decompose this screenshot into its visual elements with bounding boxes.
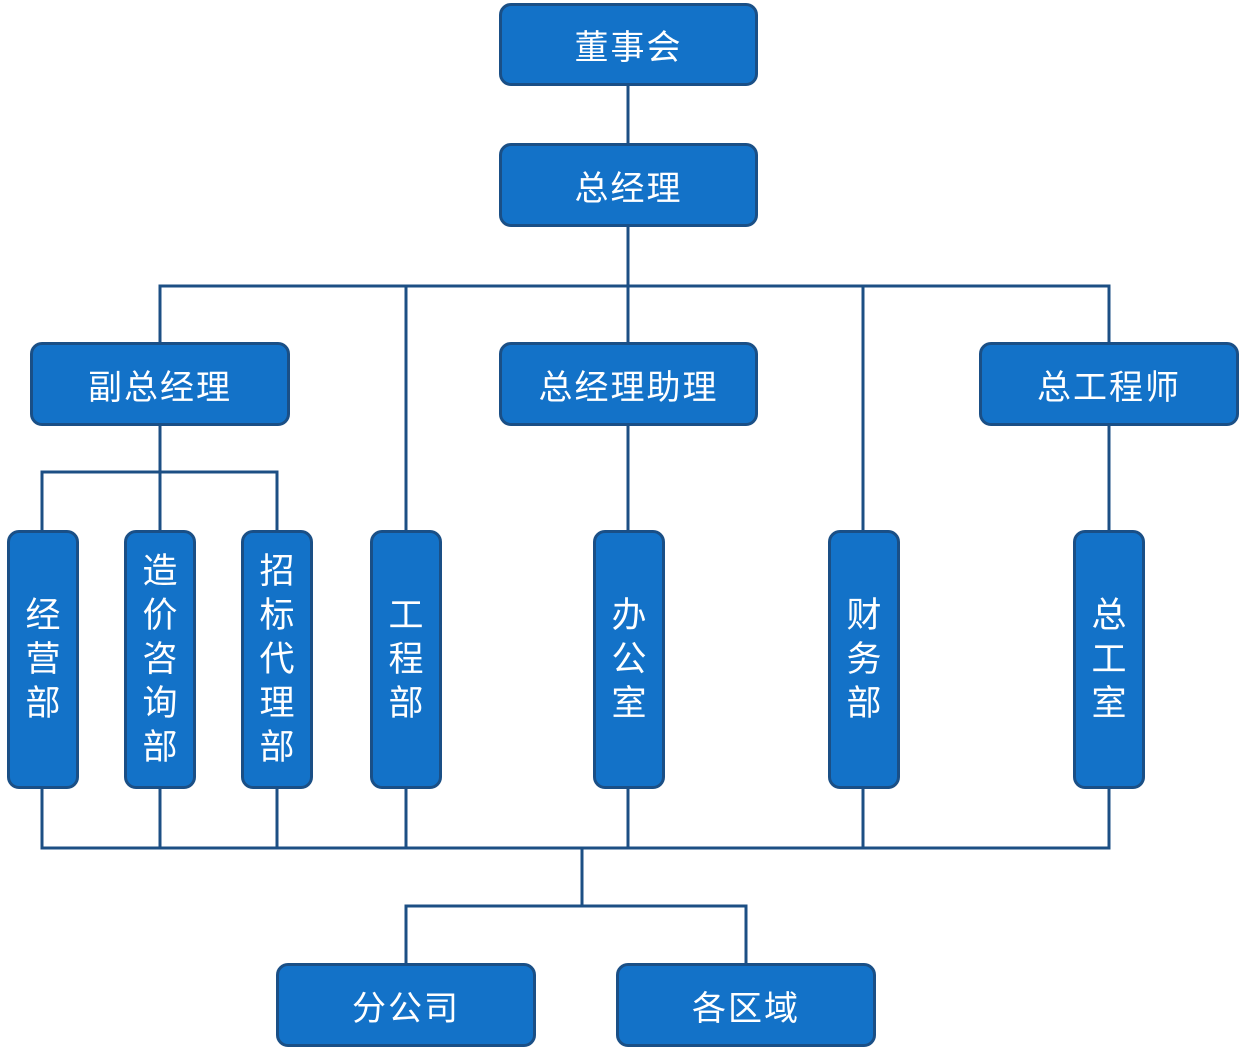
node-engineering-dept-label: 工程部 <box>388 595 424 724</box>
node-finance-dept: 财务部 <box>828 530 900 789</box>
node-chief-engineer-office: 总工室 <box>1073 530 1145 789</box>
node-chief-engineer-office-label: 总工室 <box>1091 595 1127 724</box>
node-board-label: 董事会 <box>574 28 683 68</box>
node-regions-label: 各区域 <box>692 988 800 1029</box>
node-cost-consulting-dept-label: 造价咨询部 <box>142 551 178 768</box>
node-branch-company: 分公司 <box>276 963 536 1047</box>
node-cost-consulting-dept: 造价咨询部 <box>124 530 196 789</box>
node-branch-company-label: 分公司 <box>352 988 460 1029</box>
node-general-manager-label: 总经理 <box>574 168 683 209</box>
node-deputy-gm: 副总经理 <box>30 342 290 426</box>
node-office: 办公室 <box>593 530 665 789</box>
node-general-manager: 总经理 <box>499 143 758 227</box>
node-engineering-dept: 工程部 <box>370 530 442 789</box>
node-business-dept: 经营部 <box>7 530 79 789</box>
node-bidding-agency-dept: 招标代理部 <box>241 530 313 789</box>
node-board: 董事会 <box>499 3 758 86</box>
node-business-dept-label: 经营部 <box>25 595 61 724</box>
node-gm-assistant-label: 总经理助理 <box>538 367 719 408</box>
node-deputy-gm-label: 副总经理 <box>88 367 232 408</box>
node-finance-dept-label: 财务部 <box>846 595 882 724</box>
node-gm-assistant: 总经理助理 <box>499 342 758 426</box>
node-chief-engineer-label: 总工程师 <box>1037 367 1181 408</box>
node-regions: 各区域 <box>616 963 876 1047</box>
node-bidding-agency-dept-label: 招标代理部 <box>259 551 295 768</box>
node-chief-engineer: 总工程师 <box>979 342 1239 426</box>
node-office-label: 办公室 <box>611 595 647 724</box>
